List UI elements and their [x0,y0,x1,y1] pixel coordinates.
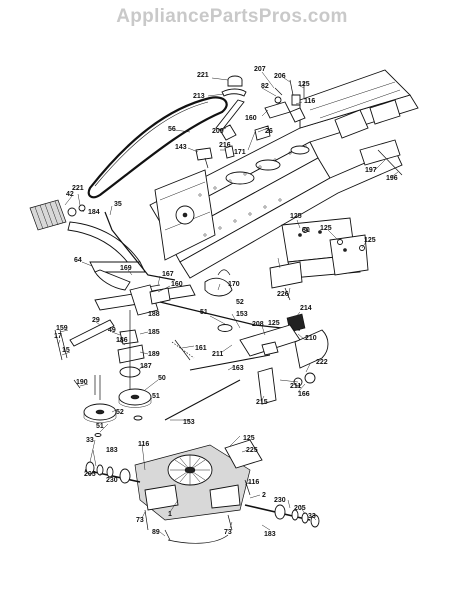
callout-125: 125 [268,320,280,327]
callout-49: 49 [108,327,116,334]
callout-188: 188 [148,311,160,318]
callout-187: 187 [140,363,152,370]
callout-211: 211 [212,351,223,358]
callout-226: 226 [277,291,289,298]
callout-125: 125 [243,435,255,442]
leader-lines [57,71,399,537]
callout-125: 125 [290,213,302,220]
callout-167: 167 [162,271,174,278]
callout-52: 52 [116,409,124,416]
callout-171: 171 [234,149,246,156]
callout-125: 125 [298,81,310,88]
callout-216: 216 [219,142,231,149]
callout-15: 15 [62,347,70,354]
callout-184: 184 [88,209,100,216]
callout-169: 169 [120,265,132,272]
callout-196: 196 [386,175,398,182]
callout-183: 183 [106,447,118,454]
callout-82: 82 [261,83,269,90]
callout-17: 17 [54,333,62,340]
right-bracket [269,217,369,301]
callout-205: 205 [84,471,96,478]
callout-35: 35 [114,201,122,208]
callout-153: 153 [236,311,248,318]
callout-64: 64 [74,257,82,264]
callout-73: 73 [224,529,232,536]
callout-80: 80 [302,227,310,234]
callout-33: 33 [86,437,94,444]
callout-206: 206 [274,73,286,80]
callout-221: 221 [72,185,84,192]
steering-assembly [29,199,176,291]
callout-143: 143 [175,144,187,151]
callout-211: 211 [290,383,301,390]
callout-166: 166 [298,391,310,398]
callout-160: 160 [171,281,183,288]
callout-29: 29 [92,317,100,324]
callout-163: 163 [232,365,244,372]
callout-52: 52 [236,299,244,306]
callout-116: 116 [248,479,259,486]
callout-225: 225 [246,447,258,454]
callout-209: 209 [212,128,224,135]
drive-belt [87,96,228,199]
linkage-assembly [54,269,301,400]
callout-50: 50 [158,375,166,382]
callout-160: 160 [245,115,257,122]
callout-159: 159 [56,325,68,332]
callout-125: 125 [364,237,376,244]
transaxle [84,439,320,544]
callout-230: 230 [274,497,286,504]
callout-170: 170 [228,281,240,288]
callout-116: 116 [138,441,149,448]
callout-73: 73 [136,517,144,524]
callout-183: 183 [264,531,276,538]
callout-190: 190 [76,379,88,386]
site-watermark: AppliancePartsPros.com [116,6,348,27]
callout-189: 189 [148,351,160,358]
callout-221: 221 [197,72,209,79]
callout-208: 208 [252,321,264,328]
callout-186: 186 [116,337,128,344]
pulleys [83,324,233,437]
callout-89: 89 [152,529,160,536]
pedal-assembly [164,313,329,421]
top-hardware [195,75,306,169]
callout-207: 207 [254,66,266,73]
callout-51: 51 [200,309,208,316]
callout-42: 42 [66,191,74,198]
callout-125: 125 [320,225,332,232]
callout-33: 33 [308,513,316,520]
callout-153: 153 [183,419,195,426]
callout-197: 197 [365,167,377,174]
callout-222: 222 [316,359,328,366]
callout-205: 205 [294,505,306,512]
callout-161: 161 [195,345,207,352]
callout-230: 230 [106,477,118,484]
callout-26: 26 [265,128,273,135]
chassis-frame [149,69,419,279]
callout-116: 116 [304,98,315,105]
callout-185: 185 [148,329,160,336]
callout-215: 215 [256,399,268,406]
callout-labels: 221 213 207 206 125 82 116 160 26 209 56… [54,66,398,538]
callout-51: 51 [152,393,160,400]
callout-213: 213 [193,93,205,100]
callout-214: 214 [300,305,312,312]
callout-1: 1 [168,511,172,518]
callout-51: 51 [96,423,104,430]
callout-56: 56 [168,126,176,133]
callout-210: 210 [305,335,317,342]
callout-2: 2 [262,492,266,499]
